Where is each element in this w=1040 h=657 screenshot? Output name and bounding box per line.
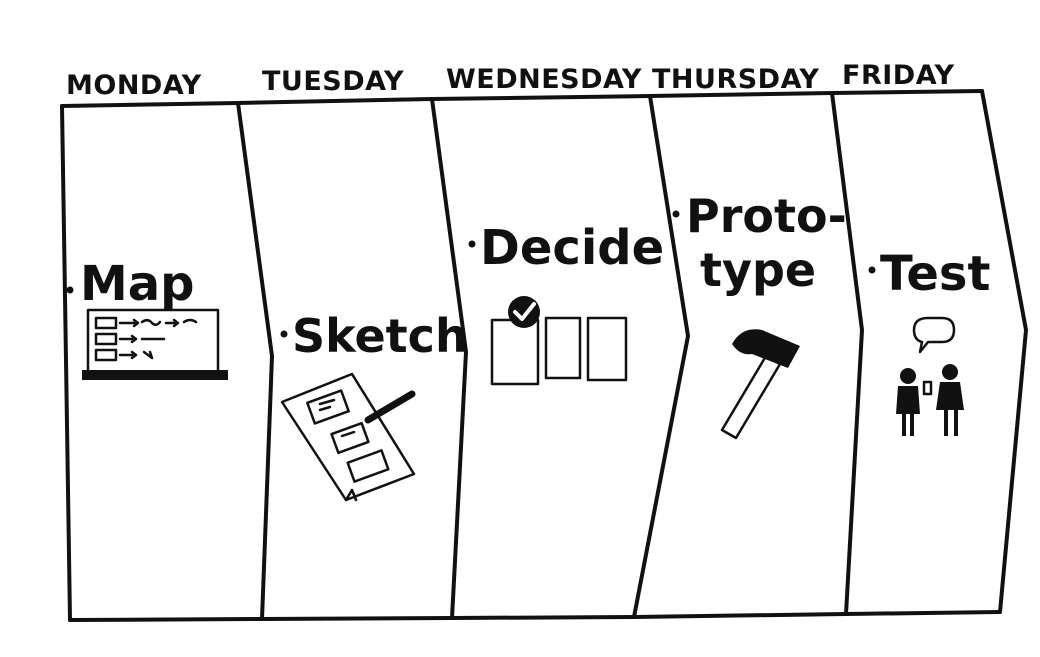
speech-bubble xyxy=(912,316,956,354)
divider-wednesday-thursday xyxy=(632,94,690,619)
day-title-wednesday: WEDNESDAY xyxy=(446,64,642,95)
pen xyxy=(364,390,416,424)
map-board-icon xyxy=(82,308,228,380)
paper-sheet xyxy=(280,372,416,502)
board-base xyxy=(82,370,228,380)
person-left xyxy=(896,368,920,436)
divider-monday-tuesday xyxy=(236,101,274,621)
divider-tuesday-wednesday xyxy=(430,97,468,620)
column-friday: Test xyxy=(868,246,990,436)
day-title-monday: MONDAY xyxy=(66,70,202,101)
users-speech-icon xyxy=(896,316,964,436)
column-tuesday: Sketch xyxy=(280,309,468,502)
bullet-dot xyxy=(672,210,680,218)
day-title-thursday: THURSDAY xyxy=(652,64,819,95)
sketch-paper-icon xyxy=(280,372,416,502)
divider-thursday-friday xyxy=(830,91,864,616)
bullet-dot xyxy=(468,240,476,248)
day-title-tuesday: TUESDAY xyxy=(262,66,404,97)
divider-friday-end xyxy=(980,89,1028,614)
activity-prototype-line1: Proto- xyxy=(686,189,847,243)
option-card-1 xyxy=(490,318,540,386)
day-title-friday: FRIDAY xyxy=(842,60,955,91)
frame-left xyxy=(60,104,72,622)
bullet-dot xyxy=(66,286,74,294)
activity-sketch: Sketch xyxy=(292,309,468,363)
hammer-icon xyxy=(720,329,800,440)
lane-frame xyxy=(60,89,1028,622)
option-card-3 xyxy=(586,316,628,382)
person-right xyxy=(936,364,964,436)
check-circle xyxy=(508,296,540,328)
phone xyxy=(922,380,933,396)
hammer-handle xyxy=(720,354,782,440)
board-frame xyxy=(86,308,220,374)
frame-top xyxy=(60,89,984,108)
hammer-head xyxy=(732,329,800,368)
activity-decide: Decide xyxy=(480,220,664,276)
column-wednesday: Decide xyxy=(468,220,664,386)
column-thursday: Proto- type xyxy=(672,189,847,440)
decide-checkmark-icon xyxy=(490,296,628,386)
bullet-dot xyxy=(280,330,288,338)
activity-test: Test xyxy=(880,246,990,302)
frame-bottom xyxy=(68,610,1002,622)
activity-prototype-line2: type xyxy=(700,243,816,297)
bullet-dot xyxy=(868,266,876,274)
activity-map: Map xyxy=(80,256,195,312)
column-monday: Map xyxy=(66,256,228,380)
option-card-2 xyxy=(544,316,582,380)
